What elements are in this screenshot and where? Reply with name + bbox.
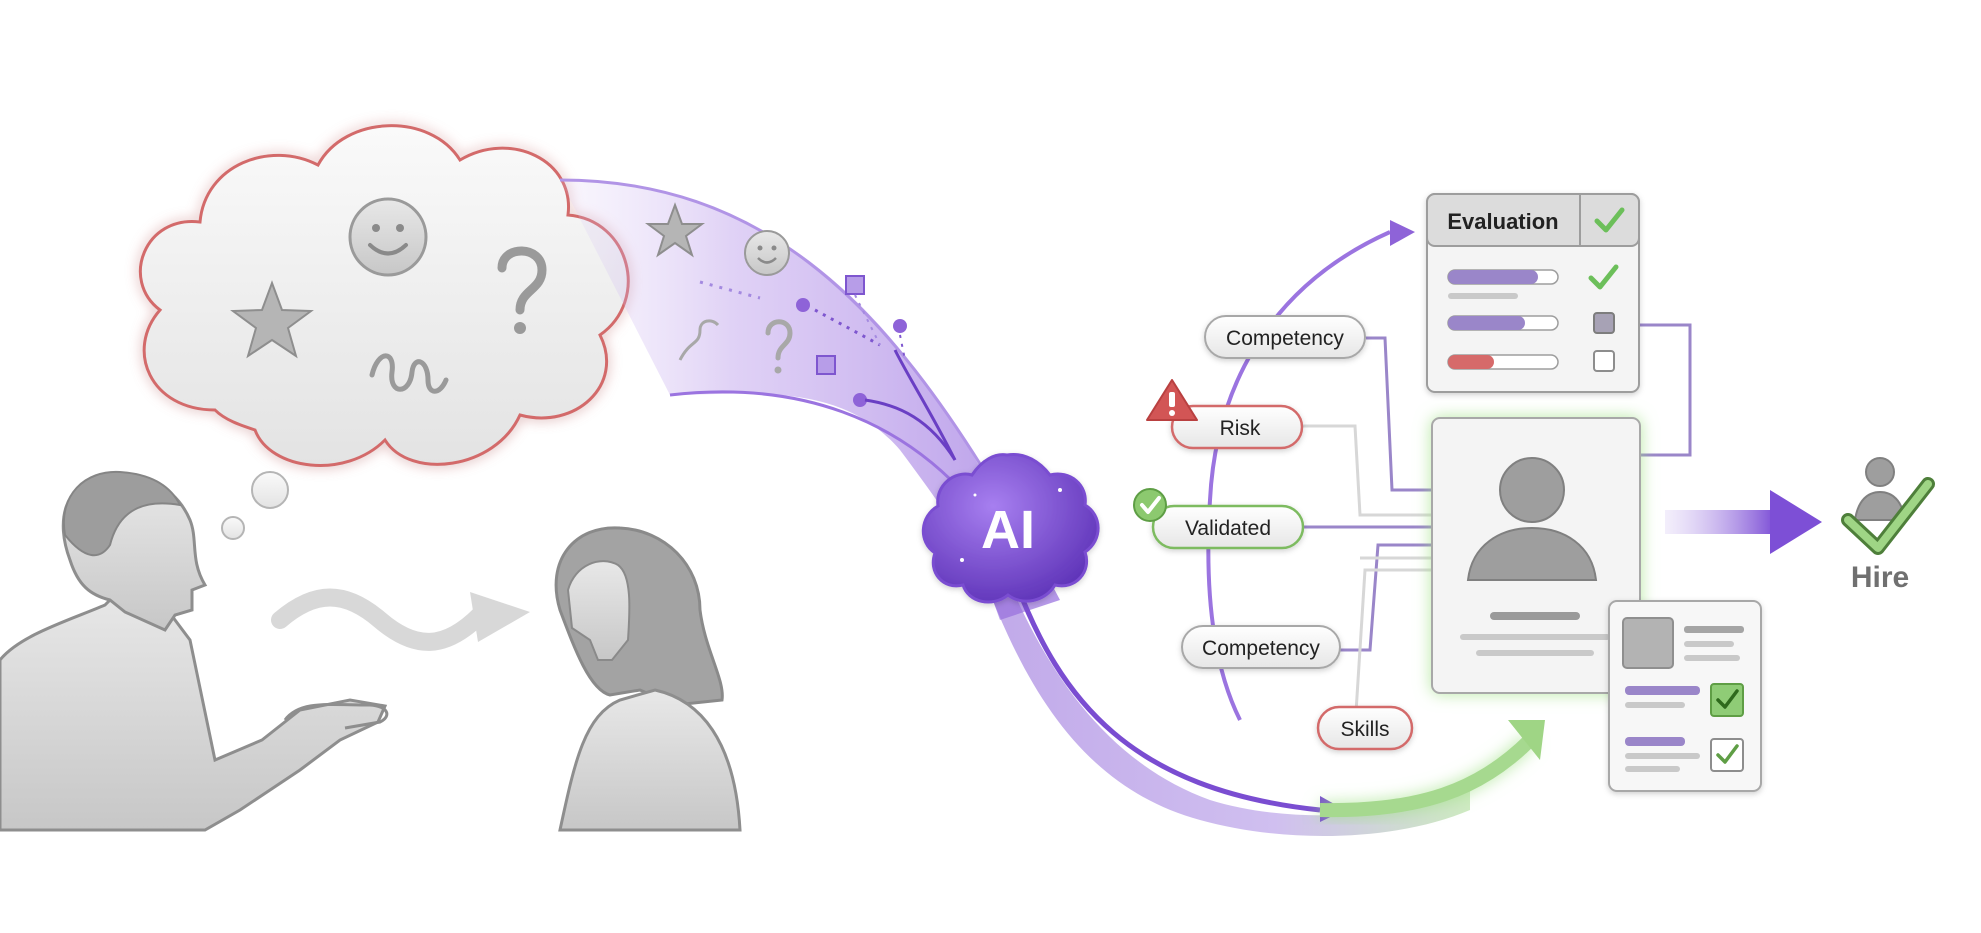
- score-bar-fill: [1448, 355, 1494, 369]
- checkbox-empty: [1593, 350, 1615, 372]
- resume-card: [1608, 600, 1762, 792]
- thought-cloud: [138, 124, 630, 467]
- thought-bubble-small: [221, 516, 245, 540]
- person-icon: [1466, 457, 1598, 581]
- question-icon: [765, 319, 793, 374]
- star-icon: [230, 280, 314, 359]
- hire-label: Hire: [1851, 561, 1909, 594]
- ai-badge: AI: [921, 452, 1100, 604]
- checkbox-partial: [1593, 312, 1615, 334]
- candidate-profile-card: [1431, 417, 1641, 694]
- data-stream: [559, 178, 1060, 620]
- signal-label: Risk: [1220, 417, 1261, 440]
- signal-competency-bottom: Competency: [1181, 625, 1341, 669]
- squiggle-icon: [369, 353, 449, 394]
- check-icon: [1133, 488, 1167, 522]
- signal-label: Validated: [1185, 517, 1271, 540]
- evaluation-card: Evaluation: [1426, 193, 1640, 393]
- conversation-scene: [0, 124, 742, 832]
- check-icon: [1710, 738, 1744, 772]
- squiggle-icon: [678, 319, 720, 361]
- hire-outcome: Hire: [1841, 457, 1935, 594]
- star-icon: [645, 202, 705, 258]
- thought-bubble-large: [251, 471, 289, 509]
- ai-label: AI: [981, 500, 1035, 560]
- check-icon: [1594, 207, 1625, 233]
- smiley-icon: [744, 230, 790, 276]
- signal-skills: Skills: [1316, 705, 1414, 751]
- score-bar-fill: [1448, 316, 1525, 330]
- candidate-figure: [554, 526, 742, 832]
- check-icon: [1710, 683, 1744, 717]
- signal-competency-top: Competency: [1204, 315, 1366, 359]
- signal-label: Competency: [1226, 327, 1344, 350]
- warning-icon: [1146, 379, 1198, 421]
- interviewer-figure: [0, 470, 389, 832]
- person-icon: [1853, 457, 1907, 521]
- signal-label: Skills: [1340, 718, 1389, 741]
- signal-label: Competency: [1202, 637, 1320, 660]
- smiley-icon: [348, 197, 428, 277]
- speech-arrow: [271, 588, 530, 651]
- signal-risk: Risk: [1170, 404, 1304, 450]
- check-icon: [1588, 264, 1619, 290]
- output-stream: [985, 560, 1545, 837]
- question-icon: [497, 246, 547, 334]
- signal-validated: Validated: [1151, 504, 1305, 550]
- hire-arrow: [1665, 490, 1822, 554]
- score-bar-fill: [1448, 270, 1538, 284]
- evaluation-title: Evaluation: [1447, 209, 1558, 234]
